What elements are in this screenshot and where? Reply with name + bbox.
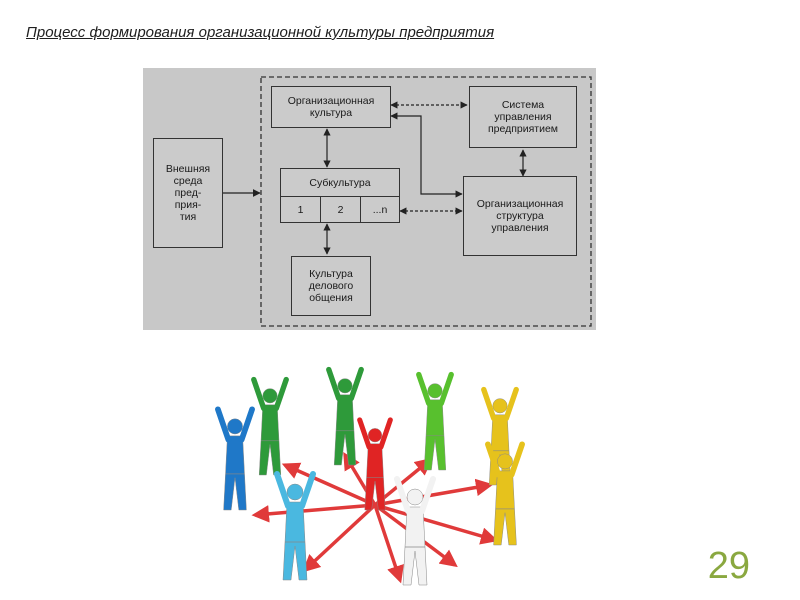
figure-green-left xyxy=(251,376,289,476)
subculture-box: Субкультура 1 2 ...n xyxy=(280,168,400,223)
arrow-culture-structure xyxy=(390,112,463,198)
red-arrow-6 xyxy=(374,503,499,545)
subculture-cell-1: 1 xyxy=(281,197,321,222)
subculture-label: Субкультура xyxy=(281,169,399,197)
org-structure-box: Организационная структура управления xyxy=(463,176,577,256)
figure-green-center xyxy=(326,366,364,466)
red-arrow-5 xyxy=(374,478,494,507)
subculture-cell-n: ...n xyxy=(372,203,388,216)
slide-title: Процесс формирования организационной кул… xyxy=(26,24,495,41)
figure-blue xyxy=(215,406,255,511)
figure-lime xyxy=(416,371,454,471)
diagram-panel: Внешняя среда пред- прия- тия Организаци… xyxy=(143,68,596,330)
red-arrows xyxy=(251,451,499,584)
figure-cyan xyxy=(274,471,316,581)
figure-white xyxy=(394,476,436,586)
red-arrow-8 xyxy=(373,504,404,584)
figures xyxy=(215,366,525,586)
dashed-frame xyxy=(260,76,592,327)
org-culture-box: Организационная культура xyxy=(271,86,391,128)
red-arrow-1 xyxy=(251,503,376,523)
red-arrow-2 xyxy=(281,462,376,507)
red-arrow-7 xyxy=(302,503,377,573)
figure-red-center xyxy=(357,417,393,511)
business-culture-box: Культура делового общения xyxy=(291,256,371,316)
team-figures-illustration xyxy=(215,366,525,586)
diagram-connectors xyxy=(223,76,592,327)
management-system-box: Система управления предприятием xyxy=(469,86,577,148)
figure-yellow-front xyxy=(485,441,525,546)
subculture-cell-2: 2 xyxy=(321,197,361,222)
page-number: 29 xyxy=(707,545,750,587)
external-environment-box: Внешняя среда пред- прия- тия xyxy=(153,138,223,248)
